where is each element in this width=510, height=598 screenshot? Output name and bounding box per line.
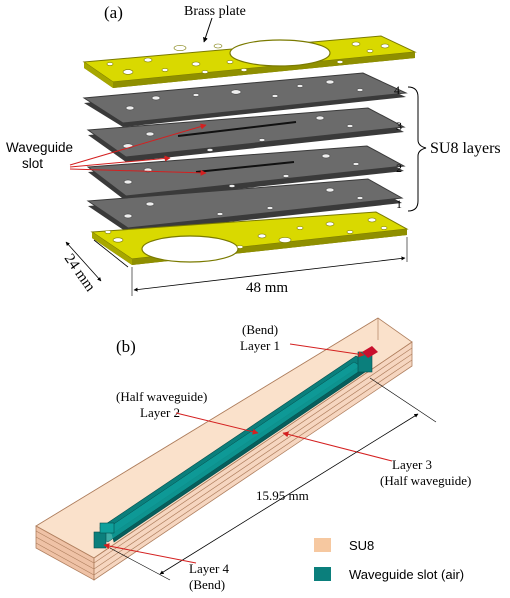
half-wg-layer2-label-line2: Layer 2 [140, 405, 180, 420]
layer-number-4: 4 [394, 83, 400, 97]
width-dim-label: 24 mm [61, 251, 98, 295]
bottom-brass-plate [90, 211, 409, 265]
length-dim-label: 48 mm [246, 280, 288, 296]
wg-dim-label: 15.95 mm [256, 488, 309, 503]
brass-plate-label: Brass plate [184, 4, 246, 19]
brass-plate-arrow [203, 17, 213, 43]
bend-layer4-label-line2: (Bend) [189, 577, 225, 592]
half-wg-layer2-label-line1: (Half waveguide) [116, 389, 207, 404]
waveguide-slot-label-line2: slot [22, 156, 43, 171]
waveguide-slot [93, 346, 378, 549]
length-dim-arrow [133, 256, 406, 292]
su8-layer-4 [82, 72, 408, 127]
panel-a: (a) Brass plate [6, 3, 501, 296]
legend-label-su8: SU8 [349, 538, 374, 553]
su8-layer-2 [86, 145, 406, 201]
layer3-label-line1: Layer 3 [392, 457, 432, 472]
waveguide-slot-line-upper [177, 121, 297, 137]
su8-layer-1 [86, 178, 404, 233]
layer-number-1: 1 [396, 197, 402, 211]
layer-number-3: 3 [396, 119, 402, 133]
wg-dim-ext-top [369, 377, 437, 423]
top-brass-holes [106, 41, 390, 75]
legend-label-waveguide: Waveguide slot (air) [349, 567, 464, 582]
waveguide-slot-label-line1: Waveguide [6, 140, 73, 155]
bend-layer1-arrow [289, 343, 365, 358]
waveguide-slot-arrow-3 [69, 168, 207, 176]
layer3-label-line2: (Half waveguide) [380, 473, 471, 488]
bend-layer4-arrow [103, 543, 197, 564]
su8-layers-label: SU8 layers [430, 140, 501, 157]
panel-b: (b) (Bend) Layer 1 [35, 317, 471, 592]
bottom-brass-holes [104, 217, 388, 249]
wg-dim-arrow [159, 413, 419, 575]
bend-layer1-label-line1: (Bend) [242, 322, 278, 337]
top-brass-plate [82, 35, 417, 88]
width-dim-arrow [65, 241, 102, 282]
panel-b-label: (b) [116, 337, 136, 356]
legend-swatch-su8 [314, 538, 331, 552]
legend-swatch-waveguide [314, 567, 331, 581]
layer-number-2: 2 [396, 161, 402, 175]
top-brass-large-hole [229, 39, 331, 67]
bottom-brass-large-hole [141, 235, 239, 263]
legend: SU8 Waveguide slot (air) [314, 538, 464, 582]
bend-layer1-red [362, 346, 378, 358]
su8-layers-bracket [407, 86, 427, 212]
bend-layer4-block [93, 531, 107, 549]
waveguide-slot-arrow-1 [69, 123, 207, 166]
waveguide-slot-line-lower [195, 161, 295, 173]
wg-dim-ext-bottom [109, 547, 171, 581]
panel-a-label: (a) [104, 3, 123, 22]
su8-layer-3 [86, 107, 406, 162]
bend-layer1-label-line2: Layer 1 [240, 338, 280, 353]
waveguide-slot-arrow-2 [69, 155, 171, 168]
bend-layer4-label-line1: Layer 4 [189, 561, 230, 576]
layer3-arrow [282, 431, 393, 462]
